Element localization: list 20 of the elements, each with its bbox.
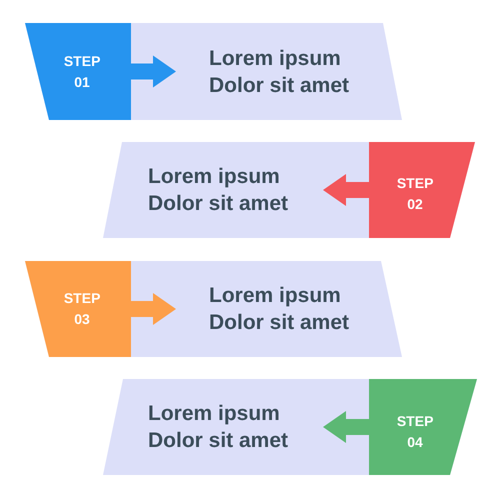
step-tab [369, 379, 477, 475]
step-number-label: STEP 04 [396, 412, 434, 452]
step-tab [25, 23, 131, 120]
step-number-label: STEP 02 [396, 174, 434, 214]
step-banner [103, 142, 475, 238]
step-description: Lorem ipsum Dolor sit amet [209, 283, 350, 336]
step-tab [25, 261, 131, 357]
step-banner [103, 379, 477, 475]
step-number-label: STEP 03 [64, 289, 100, 329]
arrow [323, 411, 369, 443]
step-tab [369, 142, 475, 238]
arrow [323, 174, 369, 206]
arrow [131, 293, 176, 325]
step-description: Lorem ipsum Dolor sit amet [148, 164, 290, 217]
step-description: Lorem ipsum Dolor sit amet [209, 46, 350, 98]
step-banner [25, 261, 402, 357]
arrow [131, 56, 176, 88]
step-banner [25, 23, 402, 120]
step-number-label: STEP 01 [64, 52, 100, 92]
step-description: Lorem ipsum Dolor sit amet [148, 401, 290, 454]
